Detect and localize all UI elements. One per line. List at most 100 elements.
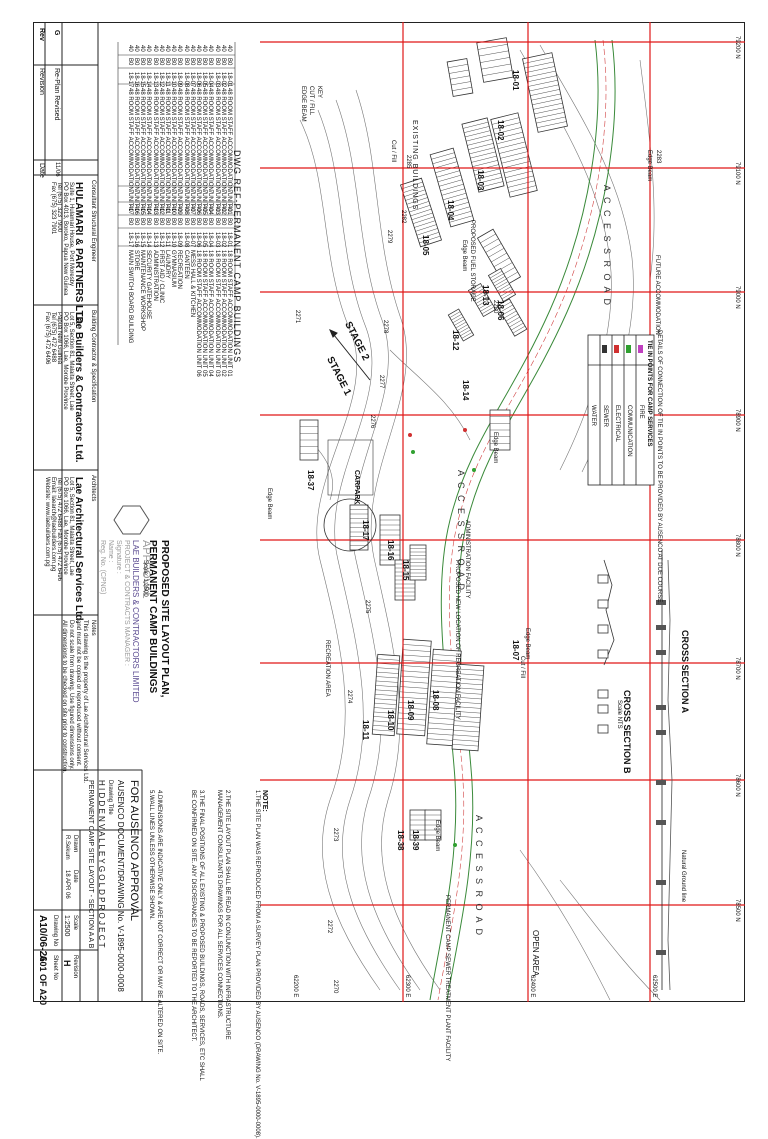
elevation-label: 2279 — [386, 230, 392, 244]
building-label: 18-07 — [511, 640, 520, 661]
schedule-cell: 40 — [139, 45, 146, 52]
schedule-cell: B0 — [157, 218, 164, 226]
schedule-cell: B0 — [226, 58, 232, 66]
schedule-cell: 7 — [219, 190, 226, 194]
schedule-cell: 18 ROOM STAFF ACCOMMODATION UNIT 03 — [213, 250, 220, 377]
schedule-cell: 18-07 — [188, 72, 195, 88]
building-footprint — [496, 298, 528, 337]
elevation-label: 2277 — [378, 375, 384, 389]
natural-ground-label: Natural Ground line — [680, 850, 686, 903]
schedule-cell: 7 — [226, 190, 232, 194]
building-footprint — [426, 648, 462, 747]
schedule-cell: 40 — [170, 45, 177, 52]
legend-item-sewer: SEWER — [602, 405, 608, 428]
schedule-cell: 7 — [151, 190, 158, 194]
schedule-cell: B0 — [176, 58, 183, 66]
rev-code: G — [53, 30, 60, 36]
schedule-cell: B0 — [219, 218, 226, 226]
schedule-cell: 7 — [133, 190, 139, 194]
rev-header: Rev — [38, 28, 45, 41]
client-doc-number: AUSENCO DOCUMENT/DRAWING No. V-1895-0000… — [116, 780, 125, 992]
recreation-relocation-note: PROPOSED NEW LOCATION OF RECREATION FACI… — [454, 560, 460, 720]
schedule-cell: 48 ROOM STAFF ACCOMMODATION UNIT 09 — [176, 88, 183, 215]
northing-label-1: 79100 N — [734, 162, 740, 185]
schedule-cell: 48 ROOM STAFF ACCOMMODATION UNIT 02 — [219, 88, 226, 215]
building-label: 18-09 — [406, 700, 415, 721]
elevation-label: 2270 — [332, 980, 338, 994]
schedule-cell: 40 — [126, 45, 133, 52]
building-footprint — [476, 37, 514, 83]
schedule-cell: B0 — [139, 218, 146, 226]
schedule-cell: 7 — [145, 190, 152, 194]
tie-in-markers — [408, 428, 476, 847]
schedule-cell: 18-15 — [139, 72, 146, 88]
building-label: 18-04 — [446, 200, 455, 221]
date2-value: 18 APR 06 — [64, 870, 70, 899]
hexagon-marker — [113, 505, 150, 535]
schedule-cell: 18-11 — [164, 232, 170, 247]
administration-note: ADMINISTRATION FACILITY — [464, 520, 470, 599]
architect-name: Lae Architectural Services Ltd. — [73, 477, 84, 624]
easting-label-2: 62400 E — [529, 975, 535, 998]
edge-beam-label-1: Edge Beam — [646, 150, 652, 182]
schedule-cell: B0 — [182, 218, 189, 226]
schedule-cell: 18 ROOM STAFF ACCOMMODATION UNIT 02 — [219, 250, 226, 377]
drawing-title-line-2: PERMANENT CAMP BUILDINGS — [147, 540, 158, 694]
schedule-cell: 40 — [226, 45, 232, 52]
schedule-cell: 48 ROOM STAFF ACCOMMODATION UNIT 14 — [145, 88, 152, 215]
building-label: 18-01 — [511, 70, 520, 91]
building-label: 18-08 — [431, 690, 440, 711]
architect-addr-0: Lot 5, Section 81, Malaita Street, Lae — [68, 477, 74, 576]
architect-addr-2: Tel (675) 472 6488 Fax (675) 472 6496 — [56, 477, 62, 582]
building-label: 18-38 — [396, 830, 405, 851]
cross-section-b-scale: Scale NTS — [616, 700, 622, 729]
schedule-cell: 18 ROOM STAFF ACCOMMODATION UNIT 04 — [207, 250, 214, 377]
schedule-cell: B0 — [157, 58, 164, 66]
schedule-cell: 18-13 — [151, 232, 158, 248]
carpark-area — [327, 439, 374, 496]
building-label: 18-12 — [451, 330, 460, 351]
elevation-label: 2278 — [382, 320, 388, 334]
stage-division-line — [329, 329, 371, 381]
date-header: Date — [38, 163, 45, 178]
schedule-cell: 18-17 — [126, 72, 133, 88]
northing-label-3: 78900 N — [734, 409, 740, 432]
building-label: 18-11 — [361, 720, 370, 741]
key-cut-fill: CUT / FILL — [308, 86, 314, 116]
consultant-addr-1: PO Box 4013, Boroko, Papua New Guinea — [62, 182, 68, 296]
schedule-cell: 7 — [213, 190, 220, 194]
consultant-addr-0: Suite 1, Hulamari House, Port Moresby — [68, 182, 74, 287]
schedule-cell: 40 — [139, 205, 146, 212]
schedule-cell: 18-12 — [157, 232, 164, 248]
schedule-cell: 48 ROOM STAFF ACCOMMODATION UNIT 01 — [226, 88, 232, 215]
schedule-cell: B0 — [182, 58, 189, 66]
legend-note: DETAILS OF CONNECTION OF TIE IN POINTS T… — [656, 330, 662, 604]
builder-name: Lae Builders & Contractors Ltd. — [73, 312, 84, 463]
schedule-heading: DWG REF-PERMANENT CAMP BUILDINGS — [232, 150, 242, 364]
schedule-cell: B0 — [201, 58, 208, 66]
access-road-label-1: A C C E S S R O A D — [602, 185, 612, 308]
schedule-cell: 18-14 — [145, 232, 152, 248]
plan-note-2: MANAGEMENT CONSULTANTS DRAWINGS FOR ALL … — [216, 790, 222, 1019]
elevation-label: 2273 — [332, 828, 338, 842]
schedule-cell: 40 — [176, 45, 183, 52]
schedule-cell: 18-03 — [213, 72, 220, 88]
edge-beam-label-6: Edge Beam — [434, 820, 440, 852]
building-footprint — [349, 504, 369, 551]
plan-note-0: 1.THE SITE PLAN WAS REPRODUCED FROM A SU… — [254, 790, 260, 1139]
edge-beam-label-4: Edge Beam — [266, 488, 272, 520]
building-footprint — [399, 177, 443, 248]
approval-stamp-line-4: Name : — [107, 540, 114, 563]
drawing-scale-note: Scale: 1:2500 — [142, 560, 148, 597]
site-plan-drawing — [33, 22, 745, 1002]
schedule-cell: 7 — [170, 190, 177, 194]
schedule-cell: 48 ROOM STAFF ACCOMMODATION UNIT 07 — [188, 88, 195, 215]
sheet-no: A01 OF A20 — [38, 955, 48, 1006]
easting-label-1: 62300 E — [404, 975, 410, 998]
schedule-cell: 18-08 — [182, 72, 189, 88]
schedule-cell: 40 — [176, 205, 183, 212]
schedule-cell: 40 — [213, 45, 220, 52]
schedule-cell: 7 — [188, 190, 195, 194]
schedule-cell: 18-01 — [226, 72, 232, 88]
approval-stamp-line-3: Signature : — [115, 540, 122, 574]
